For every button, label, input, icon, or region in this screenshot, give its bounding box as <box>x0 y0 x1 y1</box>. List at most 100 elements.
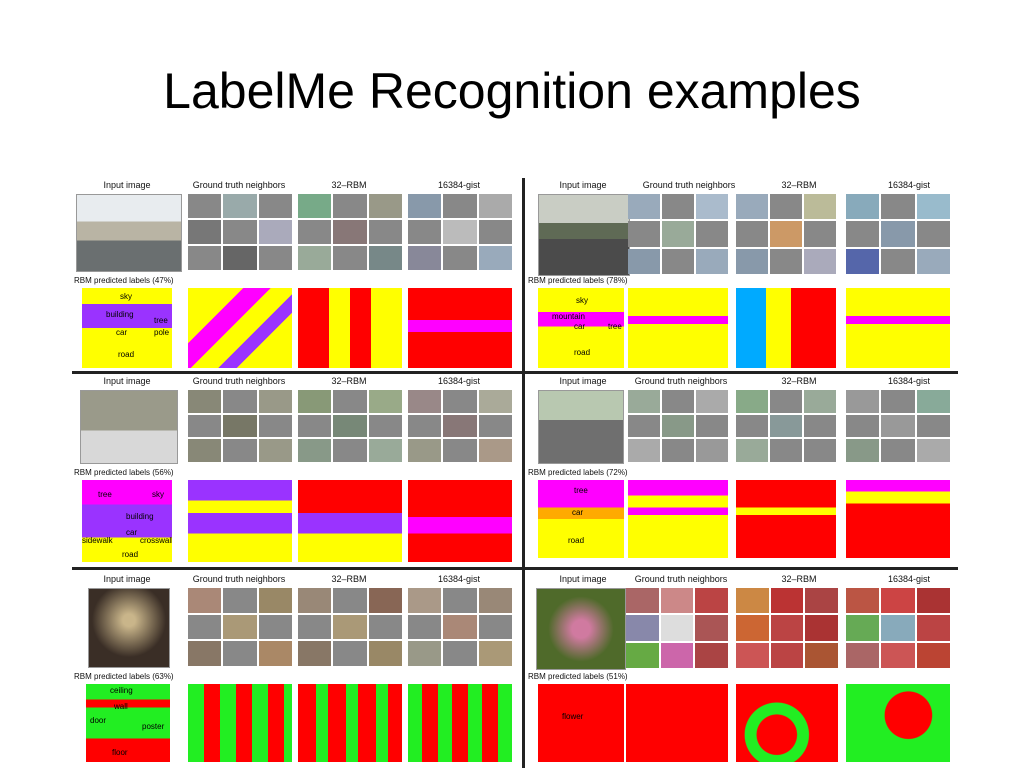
seg-label: crosswalk <box>140 536 172 545</box>
prediction-caption: RBM predicted labels (47%) <box>74 276 174 285</box>
predicted-label-map: tree sky building car sidewalk crosswalk… <box>82 480 172 562</box>
neighbors-grid <box>188 390 292 462</box>
gist-neighbors-grid <box>846 194 950 274</box>
column-header: Input image <box>103 574 151 584</box>
input-photo <box>538 390 624 464</box>
predicted-label-map: ceiling wall door poster floor <box>86 684 170 762</box>
seg-label: tree <box>98 490 112 499</box>
ground-truth-label-map <box>188 288 292 368</box>
seg-label: sky <box>576 296 588 305</box>
gist-neighbors-grid <box>408 588 512 666</box>
column-header: Input image <box>559 574 607 584</box>
seg-label: car <box>126 528 138 537</box>
example-panel-highway: Input image Ground truth neighbors 32–RB… <box>528 178 968 368</box>
column-header: 32–RBM <box>781 180 817 190</box>
seg-label: sky <box>120 292 132 301</box>
input-photo <box>536 588 626 670</box>
example-panel-flower: Input image Ground truth neighbors 32–RB… <box>528 572 968 762</box>
prediction-caption: RBM predicted labels (78%) <box>528 276 628 285</box>
prediction-caption: RBM predicted labels (51%) <box>528 672 628 681</box>
example-panel-street: Input image Ground truth neighbors 32–RB… <box>72 178 512 368</box>
gist-neighbors-grid <box>846 390 950 462</box>
seg-label: building <box>106 310 134 319</box>
column-header: Input image <box>559 180 607 190</box>
column-header: 32–RBM <box>331 180 367 190</box>
gist-label-map <box>408 684 512 762</box>
example-panel-intersection: Input image Ground truth neighbors 32–RB… <box>528 374 968 564</box>
gist-neighbors-grid <box>408 194 512 270</box>
column-header: 16384-gist <box>437 180 481 190</box>
column-header: 16384-gist <box>887 376 931 386</box>
predicted-label-map: sky mountain car tree road <box>538 288 624 368</box>
seg-label: pole <box>154 328 170 337</box>
seg-label: road <box>122 550 139 559</box>
input-photo <box>88 588 170 668</box>
column-header: Ground truth neighbors <box>634 574 728 584</box>
example-panel-city: Input image Ground truth neighbors 32–RB… <box>72 374 512 564</box>
seg-label: sky <box>152 490 164 499</box>
column-header: 32–RBM <box>331 574 367 584</box>
example-panel-corridor: Input image Ground truth neighbors 32–RB… <box>72 572 512 762</box>
seg-label: wall <box>114 702 128 711</box>
seg-label: flower <box>562 712 584 721</box>
rbm-neighbors-grid <box>298 194 402 270</box>
predicted-label-map: flower <box>538 684 624 762</box>
rbm-neighbors-grid <box>736 194 836 274</box>
prediction-caption: RBM predicted labels (72%) <box>528 468 628 477</box>
ground-truth-label-map <box>188 684 292 762</box>
seg-label: mountain <box>552 312 585 321</box>
prediction-caption: RBM predicted labels (56%) <box>74 468 174 477</box>
column-header: 16384-gist <box>437 574 481 584</box>
seg-label: door <box>90 716 107 725</box>
seg-label: building <box>126 512 154 521</box>
rbm-label-map <box>736 288 836 368</box>
seg-label: tree <box>608 322 622 331</box>
neighbors-grid <box>628 390 728 462</box>
seg-label: car <box>116 328 128 337</box>
rbm-label-map <box>298 480 402 562</box>
gist-label-map <box>408 480 512 562</box>
rbm-label-map <box>736 684 838 762</box>
rbm-neighbors-grid <box>736 390 836 462</box>
rbm-label-map <box>298 684 402 762</box>
seg-label: poster <box>142 722 165 731</box>
rbm-label-map <box>298 288 402 368</box>
prediction-caption: RBM predicted labels (63%) <box>74 672 174 681</box>
column-header: Ground truth neighbors <box>192 574 286 584</box>
ground-truth-label-map <box>628 288 728 368</box>
ground-truth-label-map <box>628 480 728 558</box>
vertical-divider <box>522 178 525 768</box>
seg-label: sidewalk <box>82 536 113 545</box>
input-photo <box>76 194 182 272</box>
neighbors-grid <box>626 588 728 668</box>
gist-neighbors-grid <box>408 390 512 462</box>
predicted-label-map: tree car road <box>538 480 624 558</box>
neighbors-grid <box>188 588 292 666</box>
column-header: 32–RBM <box>781 574 817 584</box>
rbm-neighbors-grid <box>298 588 402 666</box>
column-header: 32–RBM <box>331 376 367 386</box>
column-header: Input image <box>559 376 607 386</box>
column-header: 16384-gist <box>887 574 931 584</box>
gist-neighbors-grid <box>846 588 950 668</box>
rbm-neighbors-grid <box>298 390 402 462</box>
rbm-label-map <box>736 480 836 558</box>
seg-label: ceiling <box>110 686 133 695</box>
predicted-label-map: sky building tree car pole road <box>82 288 172 368</box>
ground-truth-label-map <box>188 480 292 562</box>
column-header: Ground truth neighbors <box>634 376 728 386</box>
ground-truth-label-map <box>626 684 728 762</box>
seg-label: floor <box>112 748 128 757</box>
seg-label: tree <box>154 316 168 325</box>
recognition-figure: Input image Ground truth neighbors 32–RB… <box>72 178 958 768</box>
seg-label: road <box>568 536 585 545</box>
seg-label: road <box>574 348 591 357</box>
column-header: Ground truth neighbors <box>192 180 286 190</box>
seg-label: road <box>118 350 135 359</box>
seg-label: car <box>572 508 584 517</box>
column-header: 32–RBM <box>781 376 817 386</box>
seg-label: tree <box>574 486 588 495</box>
gist-label-map <box>408 288 512 368</box>
input-photo <box>538 194 630 276</box>
horizontal-divider <box>72 567 958 570</box>
